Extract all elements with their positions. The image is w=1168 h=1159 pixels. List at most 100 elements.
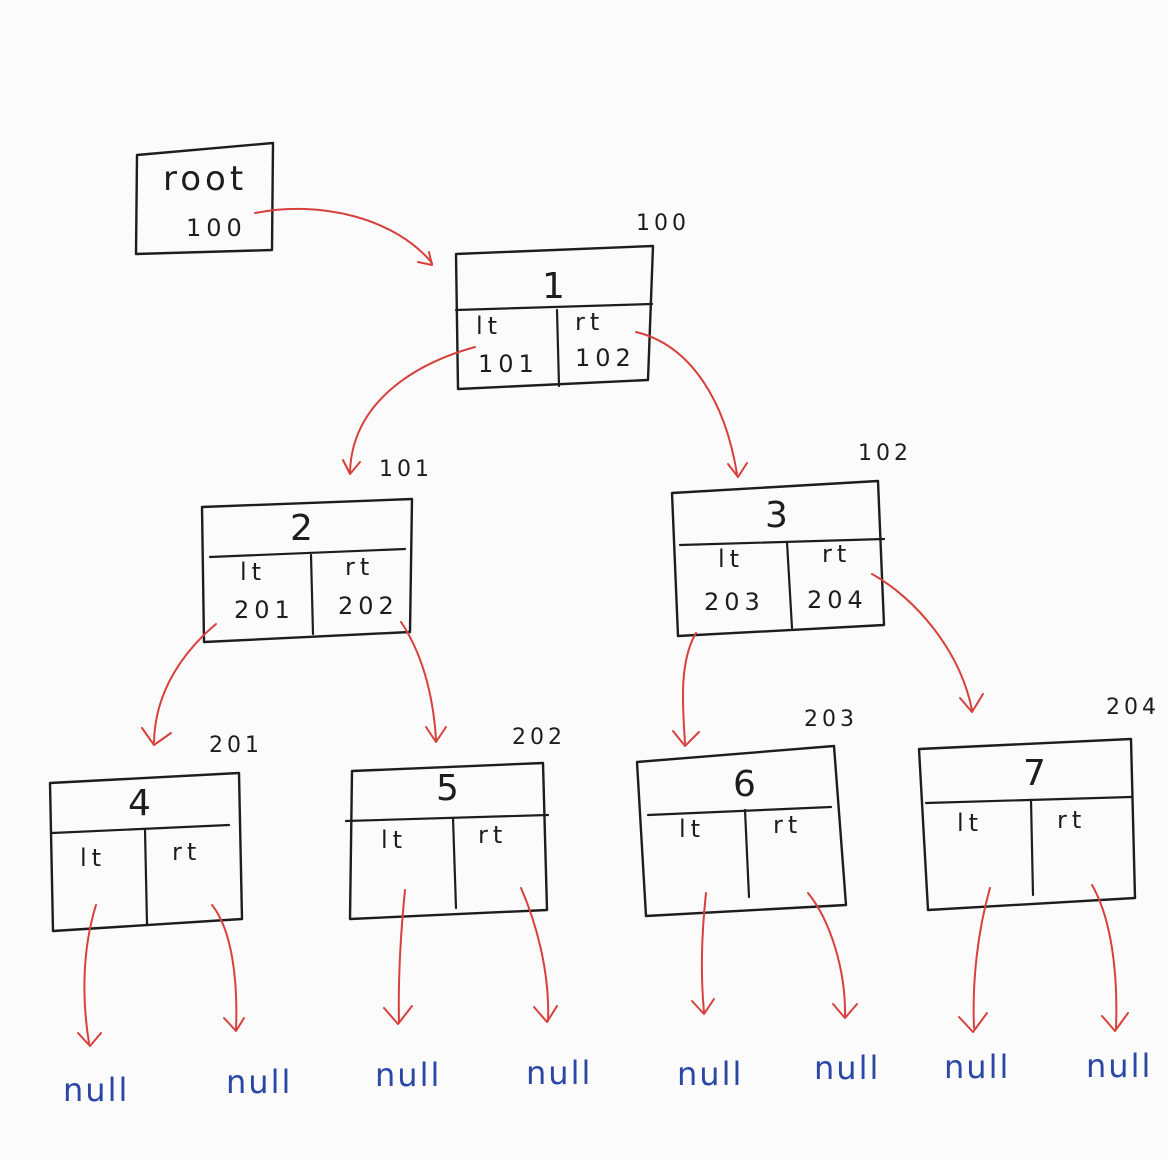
node-divider	[208, 547, 407, 559]
right-pointer-label: rt	[1057, 806, 1086, 834]
node-value: 5	[436, 768, 459, 809]
arrow-node-4-left-null	[83, 904, 97, 1044]
arrow-node-3-right	[871, 573, 973, 711]
left-pointer-label: lt	[381, 826, 407, 854]
arrowhead	[342, 459, 361, 475]
node-divider	[743, 808, 751, 899]
arrow-node-2-right	[400, 621, 437, 741]
arrow-node-7-right-null	[1091, 884, 1118, 1029]
null-label: null	[814, 1049, 880, 1087]
tree-node-1: 100 1 lt rt 101 102	[454, 211, 690, 391]
arrowhead	[832, 1003, 858, 1019]
arrowhead	[77, 1032, 102, 1047]
null-labels: null null null null null null null null	[63, 1047, 1152, 1109]
node-address: 102	[858, 441, 912, 466]
node-address: 101	[379, 457, 433, 482]
left-pointer-address: 101	[478, 350, 539, 378]
tree-node-6: 203 6 lt rt	[635, 707, 854, 918]
arrow-node-5-left-null	[397, 889, 406, 1024]
null-label: null	[526, 1054, 592, 1092]
left-pointer-address: 203	[704, 588, 765, 616]
right-pointer-label: rt	[172, 838, 201, 866]
right-pointer-label: rt	[478, 821, 507, 849]
arrowhead	[672, 730, 700, 747]
arrow-node-5-right-null	[520, 887, 550, 1022]
arrowhead	[141, 727, 172, 746]
arrow-root-to-node-1	[254, 207, 433, 264]
tree-node-3: 102 3 lt rt 203 204	[670, 441, 912, 638]
null-label: null	[375, 1056, 441, 1094]
node-value: 6	[733, 764, 756, 805]
node-address: 201	[209, 733, 263, 758]
null-label: null	[944, 1048, 1010, 1086]
left-pointer-address: 201	[234, 596, 295, 624]
null-label: null	[677, 1055, 743, 1093]
pointer-arrows	[77, 207, 1129, 1047]
node-divider	[454, 302, 654, 312]
right-pointer-label: rt	[575, 308, 604, 336]
node-address: 204	[1106, 695, 1160, 720]
left-pointer-label: lt	[240, 558, 266, 586]
node-box-outline	[200, 497, 414, 644]
right-pointer-address: 102	[575, 344, 636, 372]
arrowhead	[425, 726, 447, 743]
tree-node-4: 201 4 lt rt	[48, 733, 263, 933]
root-label: root	[163, 159, 247, 199]
arrow-node-6-right-null	[807, 892, 847, 1018]
node-box-outline	[917, 737, 1137, 912]
node-value: 1	[542, 266, 565, 307]
node-box-outline	[454, 244, 655, 391]
node-value: 2	[290, 508, 313, 549]
null-label: null	[63, 1071, 129, 1109]
root-pointer-box: root 100	[134, 141, 275, 256]
node-divider	[309, 553, 315, 636]
node-divider	[344, 813, 550, 823]
root-address: 100	[186, 214, 247, 242]
tree-node-5: 202 5 lt rt	[344, 725, 566, 921]
arrow-node-3-left	[681, 632, 697, 744]
node-divider	[451, 816, 458, 910]
left-pointer-label: lt	[957, 809, 983, 837]
node-divider	[50, 823, 231, 835]
left-pointer-label: lt	[476, 312, 502, 340]
node-address: 100	[636, 211, 690, 236]
node-address: 202	[512, 725, 566, 750]
null-label: null	[226, 1063, 292, 1101]
arrowhead	[383, 1005, 413, 1025]
arrowhead	[959, 693, 984, 713]
left-pointer-label: lt	[718, 545, 744, 573]
node-divider	[678, 537, 886, 547]
arrowhead	[223, 1017, 245, 1032]
node-box-outline	[635, 744, 848, 918]
arrowhead	[727, 462, 748, 478]
arrowhead	[533, 1005, 558, 1023]
node-divider	[1029, 798, 1035, 897]
node-divider	[555, 308, 561, 388]
arrow-node-1-left	[349, 346, 476, 473]
null-label: null	[1086, 1047, 1152, 1085]
arrow-node-7-left-null	[972, 887, 991, 1029]
node-box-outline	[670, 479, 886, 638]
node-box-outline	[348, 761, 549, 921]
arrow-node-2-left	[153, 623, 217, 743]
right-pointer-address: 204	[807, 586, 868, 614]
right-pointer-label: rt	[345, 553, 374, 581]
right-pointer-address: 202	[338, 592, 399, 620]
right-pointer-label: rt	[773, 811, 802, 839]
root-box-outline	[134, 141, 275, 256]
node-value: 4	[128, 783, 151, 824]
right-pointer-label: rt	[822, 540, 851, 568]
node-divider	[143, 828, 149, 926]
node-divider	[646, 805, 833, 817]
node-value: 7	[1023, 753, 1046, 794]
tree-node-2: 101 2 lt rt 201 202	[200, 457, 433, 644]
arrowhead	[691, 998, 715, 1015]
node-value: 3	[765, 495, 788, 536]
left-pointer-label: lt	[679, 815, 705, 843]
arrow-node-6-left-null	[700, 892, 707, 1013]
arrow-node-1-right	[635, 331, 738, 475]
arrowhead	[1101, 1012, 1129, 1032]
node-box-outline	[48, 771, 244, 933]
arrowhead	[958, 1012, 988, 1033]
